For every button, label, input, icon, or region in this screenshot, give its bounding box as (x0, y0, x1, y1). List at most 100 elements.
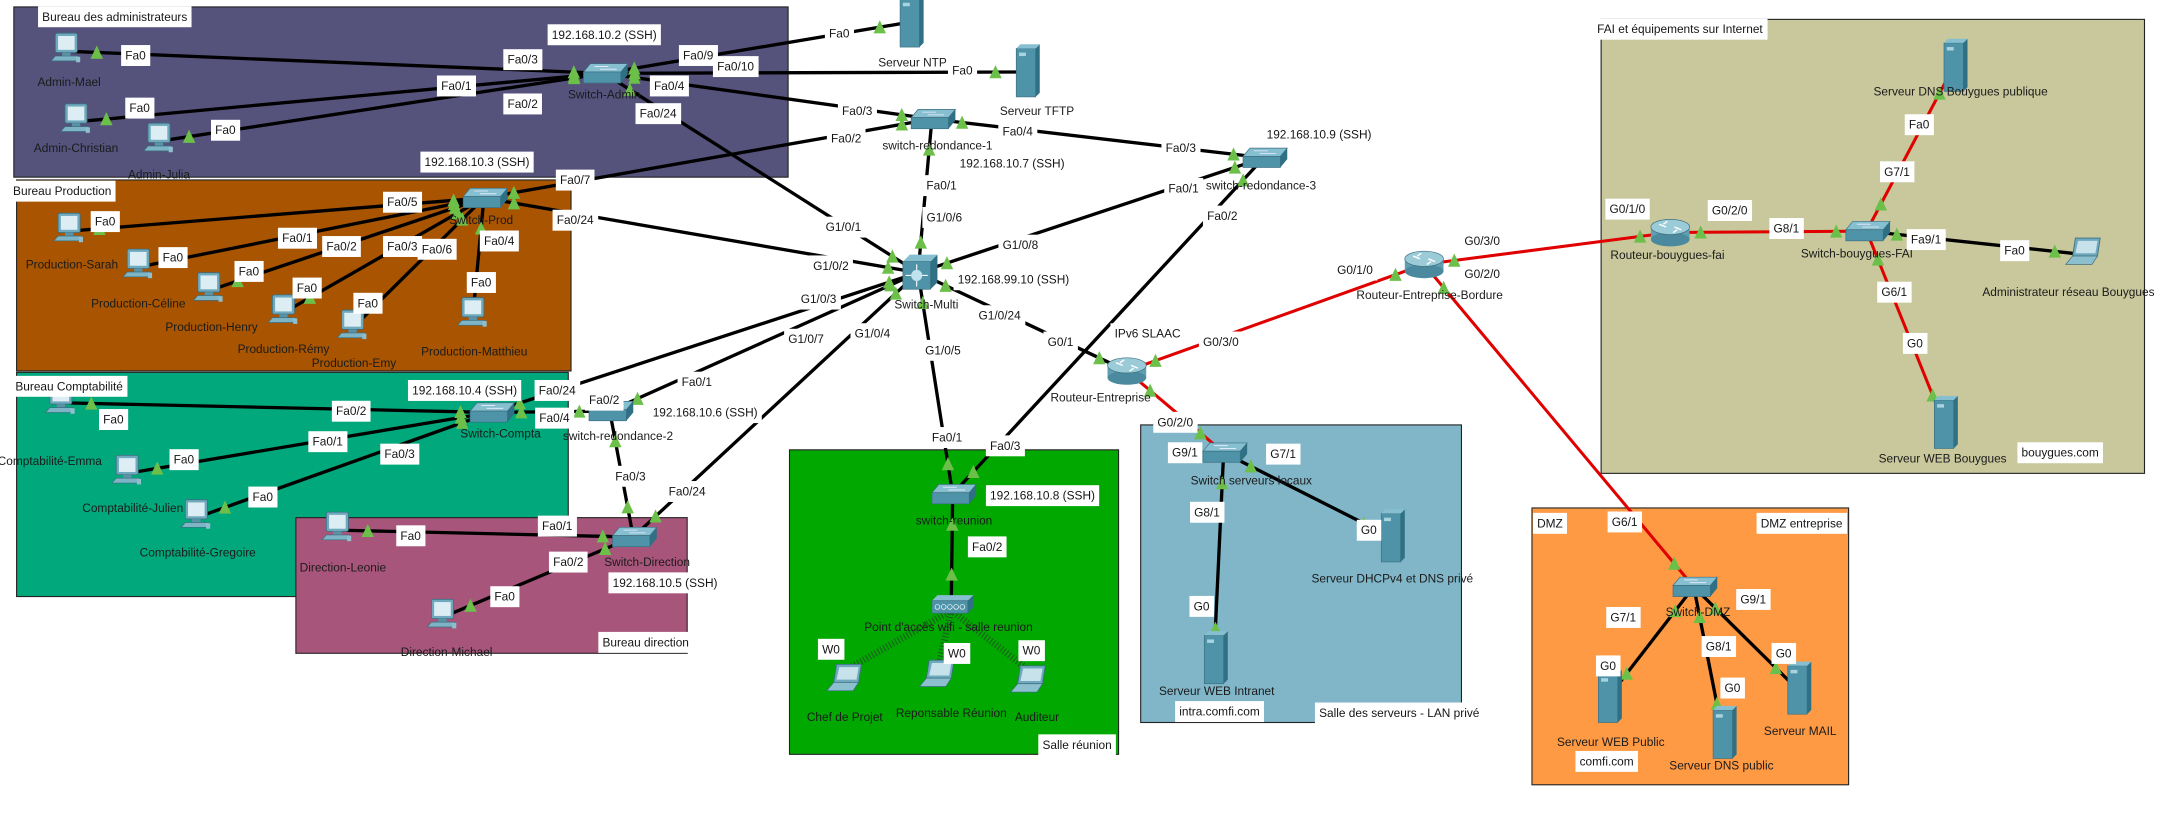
port-label-background (535, 407, 575, 429)
device-admin-julia[interactable]: Admin-Julia (128, 122, 190, 182)
port-label-text: Fa0/3 (615, 469, 646, 483)
note-bouygues-com[interactable]: bouygues.com (2017, 442, 2104, 464)
device-production-celine[interactable]: Production-Céline (91, 248, 186, 310)
port-label-background (1606, 606, 1641, 628)
link-production-matthieu-to-switch-prod[interactable] (471, 197, 486, 316)
link-routeur-entreprise-to-routeur-entreprise-bordure[interactable] (1126, 262, 1425, 373)
port-label-background (436, 75, 476, 97)
link-switch-bouygues-fai-to-administrateur-reseau-bouygues[interactable] (1866, 229, 2086, 257)
device-switch-serveurs-locaux[interactable]: Switch serveurs locaux (1191, 442, 1312, 488)
port-label-text: Fa0 (125, 49, 146, 63)
note-192-168-10-2-ssh[interactable]: 192.168.10.2 (SSH) (547, 24, 661, 46)
link-comptabilite-emma-to-switch-compta[interactable] (60, 401, 491, 415)
zone-title-fai-et-equipements-sur-internet[interactable]: FAI et équipements sur Internet (1592, 18, 1768, 40)
device-serveur-web-bouygues[interactable]: Serveur WEB Bouygues (1879, 395, 2007, 465)
device-routeur-entreprise-bordure[interactable]: Routeur-Entreprise-Bordure (1356, 250, 1503, 302)
device-production-sarah[interactable]: Production-Sarah (26, 212, 118, 272)
device-comptabilite-julien[interactable]: Comptabilité-Julien (82, 454, 183, 515)
device-production-emy[interactable]: Production-Emy (312, 309, 396, 370)
device-routeur-bouygues-fai[interactable]: Routeur-bouygues-fai (1610, 219, 1725, 262)
note-192-168-10-3-ssh[interactable]: 192.168.10.3 (SSH) (420, 151, 534, 173)
note-dmz[interactable]: DMZ (1532, 512, 1567, 534)
link-switch-redondance-1-to-switch-redondance-3[interactable] (931, 117, 1264, 160)
device-switch-redondance-3[interactable]: switch-redondance-3 (1206, 147, 1317, 193)
device-switch-direction[interactable]: Switch-Direction (604, 526, 690, 569)
link-switch-multi-to-switch-reunion[interactable] (916, 272, 955, 495)
device-admin-christian[interactable]: Admin-Christian (34, 103, 118, 155)
note-192-168-10-5-ssh[interactable]: 192.168.10.5 (SSH) (608, 572, 722, 594)
device-serveur-web-public[interactable]: Serveur WEB Public (1557, 669, 1665, 749)
link-point-d-acces-wifi-salle-reunion-to-reponsable-reunion[interactable] (935, 609, 955, 667)
device-switch-redondance-1[interactable]: switch-redondance-1 (882, 108, 993, 152)
zone-title-bureau-direction[interactable]: Bureau direction (598, 631, 694, 653)
device-reponsable-reunion[interactable]: Reponsable Réunion (896, 659, 1007, 720)
link-point-d-acces-wifi-salle-reunion-to-auditeur[interactable] (949, 607, 1033, 675)
note-192-168-10-9-ssh[interactable]: 192.168.10.9 (SSH) (1262, 123, 1376, 145)
note-ipv6-slaac[interactable]: IPv6 SLAAC (1110, 323, 1186, 345)
device-production-henry[interactable]: Production-Henry (165, 272, 258, 334)
device-switch-reunion[interactable]: switch-reunion (916, 484, 993, 528)
note-192-168-10-8-ssh[interactable]: 192.168.10.8 (SSH) (985, 485, 1100, 507)
link-routeur-entreprise-bordure-to-routeur-bouygues-fai[interactable] (1423, 231, 1671, 266)
device-admin-mael[interactable]: Admin-Mael (37, 32, 101, 89)
device-switch-bouygues-fai[interactable]: Switch-bouygues-FAI (1801, 221, 1913, 260)
port-label-text: G0 (1194, 599, 1210, 613)
link-routeur-entreprise-bordure-to-switch-dmz[interactable] (1422, 263, 1695, 588)
port-label: Fa0 (466, 272, 496, 293)
link-switch-admin-to-serveur-ntp[interactable] (603, 20, 911, 75)
link-comptabilite-gregoire-to-switch-compta[interactable] (195, 410, 492, 520)
note-intra-comfi-com[interactable]: intra.comfi.com (1175, 701, 1264, 723)
device-production-matthieu[interactable]: Production-Matthieu (421, 297, 527, 359)
device-switch-prod[interactable]: Switch-Prod (449, 187, 513, 227)
device-switch-dmz[interactable]: Switch-DMZ (1666, 576, 1731, 619)
device-serveur-dns-public[interactable]: Serveur DNS public (1669, 705, 1774, 773)
port-label: Fa0/4 (479, 230, 519, 252)
device-switch-multi[interactable]: Switch-Multi (894, 254, 958, 312)
device-comptabilite-gregoire[interactable]: Comptabilité-Gregoire (140, 499, 256, 560)
device-switch-compta[interactable]: Switch-Compta (460, 402, 541, 441)
port-status-up-icon (567, 71, 581, 85)
device-serveur-dns-bouygues-publique[interactable]: Serveur DNS Bouygues publique (1874, 38, 2049, 99)
note-192-168-10-7-ssh[interactable]: 192.168.10.7 (SSH) (955, 153, 1069, 174)
zone-title-bureau-comptabilite[interactable]: Bureau Comptabilité (11, 375, 128, 397)
device-chef-de-projet[interactable]: Chef de Projet (807, 663, 884, 724)
note-192-168-10-9-ssh-text: 192.168.10.9 (SSH) (1267, 127, 1372, 141)
device-serveur-ntp[interactable]: Serveur NTP (878, 0, 947, 69)
zone-title-salle-reunion[interactable]: Salle réunion (1038, 734, 1116, 756)
note-192-168-10-4-ssh[interactable]: 192.168.10.4 (SSH) (407, 380, 522, 401)
device-point-d-acces-wifi-salle-reunion[interactable]: Point d'accès wifi - salle reunion (864, 595, 1033, 634)
device-serveur-mail[interactable]: Serveur MAIL (1764, 661, 1837, 738)
device-serveur-tftp[interactable]: Serveur TFTP (1000, 44, 1074, 118)
note-192-168-99-10-ssh[interactable]: 192.168.99.10 (SSH) (953, 269, 1074, 291)
port-status-up-icon (895, 117, 909, 131)
note-192-168-10-6-ssh[interactable]: 192.168.10.6 (SSH) (648, 402, 762, 424)
device-direction-leonie[interactable]: Direction-Leonie (300, 511, 387, 575)
device-production-remy[interactable]: Production-Rémy (238, 294, 330, 356)
device-administrateur-reseau-bouygues[interactable]: Administrateur réseau Bouygues (1982, 237, 2155, 299)
zone-title-salle-des-serveurs-lan-prive[interactable]: Salle des serveurs - LAN privé (1314, 702, 1484, 724)
zone-title-dmz-entreprise[interactable]: DMZ entreprise (1756, 512, 1848, 534)
link-admin-christian-to-switch-admin[interactable] (75, 71, 605, 124)
device-direction-michael[interactable]: Direction-Michael (401, 598, 493, 659)
port-label-text: Fa0/4 (654, 79, 685, 93)
device-label: Auditeur (1015, 710, 1059, 724)
link-routeur-entreprise-to-switch-serveurs-locaux[interactable] (1125, 369, 1225, 454)
link-point-d-acces-wifi-salle-reunion-to-chef-de-projet[interactable] (844, 607, 953, 673)
device-serveur-dhcpv4-et-dns-prive[interactable]: Serveur DHCPv4 et DNS privé (1312, 509, 1474, 586)
device-label: Switch-Prod (449, 213, 513, 227)
link-switch-multi-to-switch-redondance-2[interactable] (609, 271, 919, 413)
device-auditeur[interactable]: Auditeur (1009, 665, 1059, 724)
note-comfi-com[interactable]: comfi.com (1575, 750, 1638, 772)
link-direction-leonie-to-switch-direction[interactable] (337, 528, 634, 539)
device-routeur-entreprise[interactable]: Routeur-Entreprise (1050, 357, 1151, 405)
port-label-text: Fa0/1 (1168, 181, 1199, 195)
device-switch-admin[interactable]: Switch-Admin (568, 63, 641, 102)
port-label-background (1769, 218, 1804, 239)
link-switch-redondance-3-to-switch-multi[interactable] (917, 156, 1265, 275)
zone-title-dmz-entreprise-background (1756, 512, 1848, 534)
device-serveur-web-intranet[interactable]: Serveur WEB Intranet (1159, 631, 1275, 698)
zone-title-bureau-des-administrateurs[interactable]: Bureau des administrateurs (38, 6, 192, 28)
zone-title-bureau-production[interactable]: Bureau Production (8, 180, 116, 202)
link-switch-reunion-to-point-d-acces-wifi-salle-reunion[interactable] (949, 494, 955, 605)
